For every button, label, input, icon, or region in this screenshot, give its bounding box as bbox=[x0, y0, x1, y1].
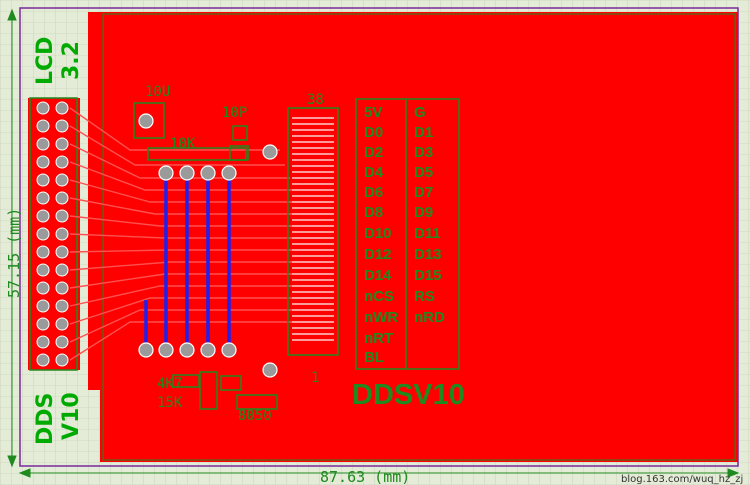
pin-labels-left: 5V D0 D2 D4 D6 D8 D10 D12 D14 nCS nWR nR… bbox=[364, 104, 398, 366]
pin-label: D0 bbox=[364, 124, 383, 141]
dds-version: V10 bbox=[59, 392, 84, 440]
copper-outline bbox=[102, 13, 736, 461]
lcd-version: 3.2 bbox=[59, 41, 84, 80]
dim-vertical-label: 57.15 (mm) bbox=[5, 208, 23, 298]
label-15k: 15K bbox=[157, 395, 183, 411]
pin-label: D12 bbox=[364, 246, 392, 263]
label-4k7: 4K7 bbox=[157, 376, 182, 392]
pin-labels-right: G D1 D3 D5 D7 D9 D11 D13 D15 RS nRD bbox=[414, 104, 445, 326]
pin-label: 5V bbox=[364, 104, 382, 121]
dimension-lines bbox=[7, 8, 740, 478]
pin-label: nRD bbox=[414, 309, 445, 326]
pin-label: D13 bbox=[414, 246, 442, 263]
pin-label: G bbox=[414, 104, 426, 121]
lcd-title: LCD bbox=[33, 37, 58, 85]
pin-label: D10 bbox=[364, 225, 392, 242]
label-10p: 10P bbox=[222, 105, 247, 121]
pin-label: D14 bbox=[364, 267, 392, 284]
copper-pour bbox=[88, 12, 738, 462]
via-traces bbox=[144, 175, 231, 348]
dim-horizontal-label: 87.63 (mm) bbox=[320, 468, 410, 485]
watermark: blog.163.com/wuq_hz_zj bbox=[621, 474, 743, 485]
pin-label: nCS bbox=[364, 288, 394, 305]
pin-label: D1 bbox=[414, 124, 433, 141]
pin-label: D4 bbox=[364, 164, 384, 181]
label-pin38: 38 bbox=[307, 92, 324, 108]
pin-label: D11 bbox=[414, 225, 441, 242]
header-pads bbox=[36, 101, 69, 367]
label-10k: 10K bbox=[170, 136, 196, 152]
pin-label: nRT bbox=[364, 330, 393, 347]
board-name: DDSV10 bbox=[352, 379, 465, 411]
label-pin1: 1 bbox=[311, 370, 319, 386]
pin-label: D8 bbox=[364, 204, 383, 221]
pin-label: BL bbox=[364, 349, 384, 366]
component-outlines bbox=[133, 98, 460, 410]
pin-label: nWR bbox=[364, 309, 398, 326]
pin-label: D3 bbox=[414, 144, 433, 161]
component-pads bbox=[138, 113, 278, 378]
dds-title: DDS bbox=[33, 393, 58, 445]
label-10u: 10U bbox=[145, 84, 170, 100]
pin-label: D7 bbox=[414, 184, 433, 201]
pin-label: D6 bbox=[364, 184, 383, 201]
label-8050: 8050 bbox=[238, 408, 272, 424]
pin-label: D5 bbox=[414, 164, 433, 181]
pin-label: D2 bbox=[364, 144, 383, 161]
pin-label: D9 bbox=[414, 204, 433, 221]
pin-label: D15 bbox=[414, 267, 442, 284]
pin-label: RS bbox=[414, 288, 435, 305]
signal-traces bbox=[69, 107, 310, 361]
connector-fingers bbox=[292, 117, 334, 341]
